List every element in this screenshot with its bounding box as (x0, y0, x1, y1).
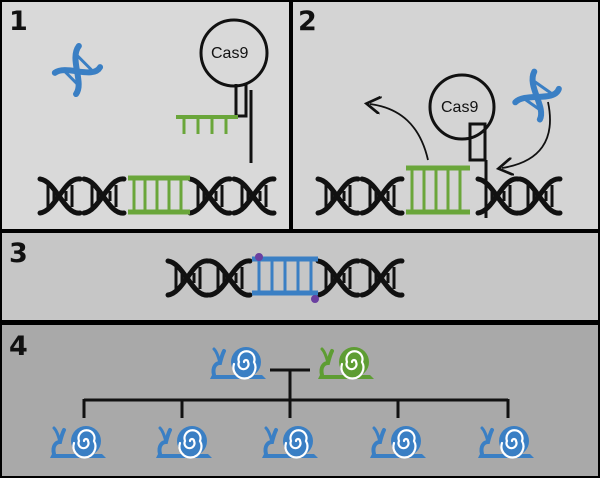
guide-rna (176, 115, 238, 134)
target-dna (40, 175, 274, 215)
cas9-label: Cas9 (211, 45, 248, 62)
target-dna (318, 165, 560, 215)
target-sequence (128, 175, 190, 215)
step-number-2: 2 (298, 6, 317, 37)
guide-rna-stem (234, 84, 248, 118)
step-number-4: 4 (9, 331, 28, 362)
cas9-protein (428, 73, 496, 141)
step-number-1: 1 (9, 6, 28, 37)
inserted-sequence (252, 256, 318, 296)
repaired-dna (168, 253, 402, 303)
panel-3 (2, 233, 598, 320)
ligation-marker (311, 295, 319, 303)
arrow-icon (502, 101, 551, 168)
target-sequence (406, 165, 470, 215)
arrow-icon (370, 104, 429, 161)
cas9-protein (199, 18, 269, 88)
ligation-marker (255, 253, 263, 261)
step-number-3: 3 (9, 238, 28, 269)
pedigree-lines (82, 368, 510, 418)
cas9-label: Cas9 (441, 99, 478, 116)
